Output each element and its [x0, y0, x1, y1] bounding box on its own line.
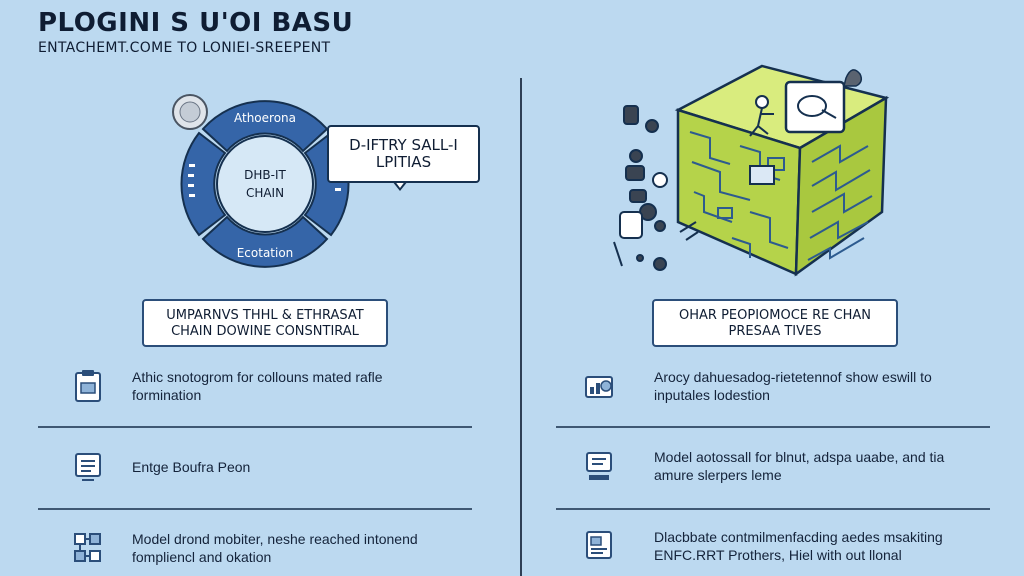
monitor-on-cube: [784, 80, 846, 134]
left-divider-2: [38, 508, 472, 510]
right-row-2-line1: Model aotossall for blnut, adspa uaabe, …: [654, 449, 945, 465]
right-row-3: Dlacbbate contmilmenfacding aedes msakit…: [580, 528, 1010, 564]
ring-segment-top-label: Athoerona: [234, 111, 296, 125]
right-row-3-line2: ENFC.RRT Prothers, Hiel with out llonal: [654, 547, 902, 563]
right-box-line2: PRESAA TIVES: [728, 324, 822, 339]
ring-segment-bottom: [201, 215, 329, 268]
callout-tail-inner: [394, 180, 406, 188]
network-icon: [74, 533, 101, 562]
right-row-1: Arocy dahuesadog-rietetennof show eswill…: [580, 368, 1000, 404]
page-subtitle: ENTACHEMT.COME TO LONIEI-SREEPENT: [38, 40, 331, 56]
ring-center: [216, 135, 314, 233]
circuit-pattern-right: [807, 144, 873, 261]
platform-cube-illustration: [613, 64, 890, 277]
callout-line1: D-IFTRY SALL-I: [349, 136, 458, 154]
chart-icon: [585, 376, 613, 398]
ring-segment-top: [201, 100, 329, 153]
left-row-3-line1: Model drond mobiter, neshe reached inton…: [132, 531, 418, 547]
floating-tools-icons: [613, 105, 699, 271]
clipboard-icon: [75, 370, 101, 402]
right-row-1-line1: Arocy dahuesadog-rietetennof show eswill…: [654, 369, 932, 385]
computer-icon: [586, 452, 612, 480]
right-row-1-line2: inputales lodestion: [654, 387, 770, 403]
document-screen-icon: [586, 531, 612, 559]
right-divider-2: [556, 508, 990, 510]
coin-icon: [172, 94, 208, 130]
right-row-2-line2: amure slerpers leme: [654, 467, 782, 483]
left-row-1-line2: formination: [132, 387, 202, 403]
left-box-line1: UMPARNVS THHL & ETHRASAT: [166, 308, 364, 323]
right-summary-box: OHAR PEOPIOMOCE RE CHAN PRESAA TIVES: [652, 299, 898, 347]
bell-icon: [843, 69, 863, 87]
right-box-line1: OHAR PEOPIOMOCE RE CHAN: [679, 308, 871, 323]
circuit-pattern-left: [689, 131, 789, 258]
left-row-3: Model drond mobiter, neshe reached inton…: [74, 530, 514, 566]
person-figure-icon: [749, 95, 774, 137]
ring-segment-bottom-label: Ecotation: [237, 246, 294, 260]
left-box-line2: CHAIN DOWINE CONSNTIRAL: [171, 324, 359, 339]
callout-line2: LPITIAS: [375, 153, 432, 171]
ring-segment-left: [180, 131, 227, 237]
left-divider-1: [38, 426, 472, 428]
center-divider: [520, 78, 522, 576]
left-row-1-line1: Athic snotogrom for collouns mated rafle: [132, 369, 383, 385]
left-row-3-line2: fompliencl and okation: [132, 549, 272, 565]
diagram-callout: D-IFTRY SALL-I LPITIAS: [327, 125, 480, 183]
ring-left-tick-marks: [188, 164, 195, 197]
small-panel-icon: [749, 165, 775, 185]
left-row-1: Athic snotogrom for collouns mated rafle…: [74, 368, 474, 404]
right-row-2: Model aotossall for blnut, adspa uaabe, …: [580, 448, 1000, 484]
left-row-2-line1: Entge Boufra Peon: [132, 459, 251, 475]
monitor-list-icon: [75, 453, 101, 481]
right-row-3-line1: Dlacbbate contmilmenfacding aedes msakit…: [654, 529, 943, 545]
ring-center-line1: DHB-IT: [244, 168, 286, 182]
left-summary-box: UMPARNVS THHL & ETHRASAT CHAIN DOWINE CO…: [142, 299, 388, 347]
right-divider-1: [556, 426, 990, 428]
left-row-2: Entge Boufra Peon: [74, 450, 474, 484]
ring-center-line2: CHAIN: [246, 186, 284, 200]
page-title: PLOGINI S U'OI BASU: [38, 8, 354, 38]
chain-ring-diagram: DHB-IT CHAIN Athoerona Ecotation: [172, 94, 350, 268]
